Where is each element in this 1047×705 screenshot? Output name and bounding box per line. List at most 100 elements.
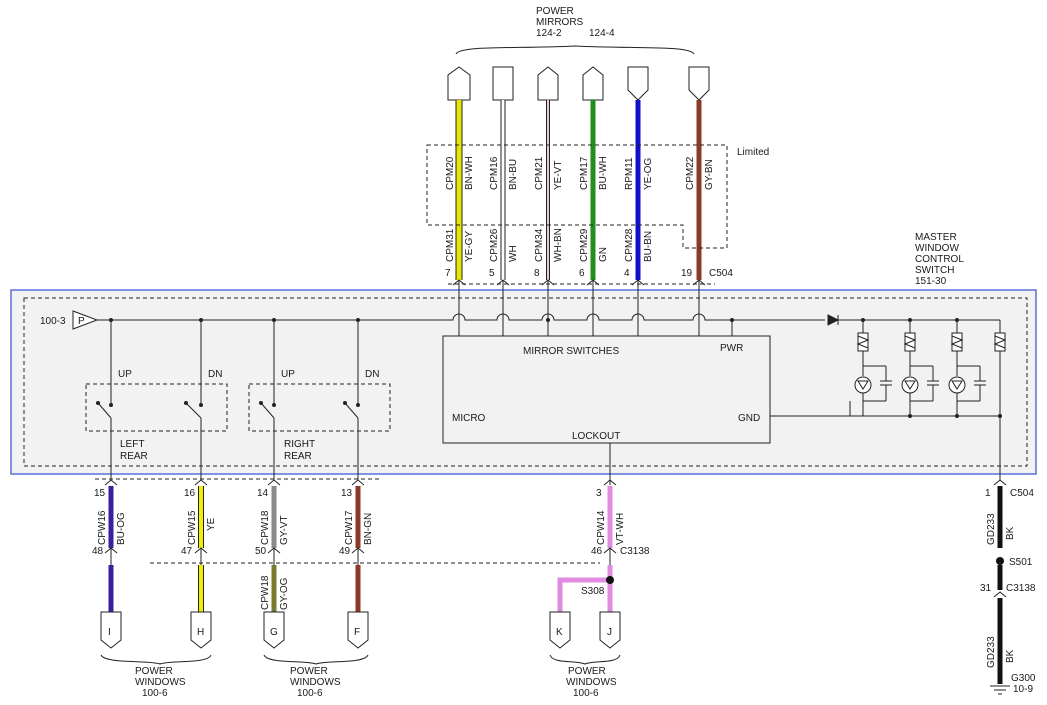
- w3-lower-color: GY-OG: [279, 577, 290, 610]
- mirror-5-pin: 4: [624, 268, 630, 279]
- mirror-3-bot-color: WH-BN: [553, 228, 564, 262]
- pwr-node: [730, 318, 734, 322]
- mirror-3-top-circuit: CPM21: [534, 156, 545, 190]
- w4-pin-bot: 49: [339, 546, 351, 557]
- mirror-connectors: [447, 66, 710, 101]
- mirror-1-pin: 7: [445, 268, 451, 279]
- right-rear-label: REAR: [284, 451, 312, 462]
- connector-g: [263, 611, 285, 649]
- gnd-circuit-2: GD233: [986, 636, 997, 668]
- w2-color: YE: [206, 517, 217, 531]
- up-label-right: UP: [281, 369, 295, 380]
- w4-color: BN-GN: [363, 513, 374, 545]
- lockout-connector: C3138: [620, 546, 650, 557]
- mirror-connector-5: [627, 66, 649, 101]
- mirror-6-top-circuit: CPM22: [685, 156, 696, 190]
- footer-1-l1: POWER: [135, 666, 173, 677]
- mirror-switches-label: MIRROR SWITCHES: [523, 346, 619, 357]
- w2-circuit: CPW15: [187, 510, 198, 545]
- mirror-4-pin: 6: [579, 268, 585, 279]
- module-inner-outline: [23, 297, 1028, 467]
- header-ref-2: 124-4: [589, 28, 615, 39]
- connector-f-letter: F: [354, 627, 360, 638]
- footer-1-l2: WINDOWS: [135, 677, 186, 688]
- w3-pin-bot: 50: [255, 546, 267, 557]
- master-label-4: SWITCH: [915, 265, 954, 276]
- header-brace: [455, 45, 695, 55]
- connector-k: [549, 611, 571, 649]
- header-ref-1: 124-2: [536, 28, 562, 39]
- mirror-4-top-circuit: CPM17: [579, 156, 590, 190]
- mirror-1-top-circuit: CPM20: [445, 156, 456, 190]
- mirror-5-bot-circuit: CPM28: [624, 228, 635, 262]
- master-label-2: WINDOW: [915, 243, 959, 254]
- lower-connector-arrows: [104, 547, 1007, 598]
- w3-lower-circuit: CPW18: [260, 575, 271, 610]
- connector-h: [190, 611, 212, 649]
- switch-feed-lines: [110, 320, 359, 405]
- mirror-5-bot-color: BU-BN: [643, 231, 654, 262]
- lockout-pin-bot: 46: [591, 546, 603, 557]
- mirror-5-top-color: YE-OG: [643, 158, 654, 190]
- s308-splice: [606, 576, 614, 584]
- footer-3-l1: POWER: [568, 666, 606, 677]
- mirror-connector-4: [582, 66, 604, 101]
- window-wires: [108, 486, 1003, 684]
- mirror-2-top-color: BN-BU: [508, 159, 519, 190]
- window-switch-contacts: [96, 401, 360, 480]
- pwr-label: PWR: [720, 343, 743, 354]
- mirror-1-bot-color: YE-GY: [464, 231, 475, 262]
- window-connectors: [100, 611, 621, 649]
- footer-2-l2: WINDOWS: [290, 677, 341, 688]
- gnd-color: BK: [1005, 526, 1016, 540]
- up-label-left: UP: [118, 369, 132, 380]
- s501-label: S501: [1009, 557, 1033, 568]
- dn-label-right: DN: [365, 369, 379, 380]
- w4-pin-top: 13: [341, 488, 353, 499]
- illumination-circuit: [770, 314, 1007, 480]
- w2-pin-bot: 47: [181, 546, 193, 557]
- connector-f: [347, 611, 369, 649]
- right-label: RIGHT: [284, 439, 315, 450]
- connector-g-letter: G: [270, 627, 278, 638]
- mirror-2-bot-circuit: CPM26: [489, 228, 500, 262]
- lockout-label: LOCKOUT: [572, 431, 620, 442]
- mirror-connector-2: [492, 66, 514, 101]
- footer-brace-1: [100, 654, 212, 665]
- footer-brace-2: [263, 654, 369, 665]
- master-label-ref: 151-30: [915, 276, 947, 287]
- header-title-line2: MIRRORS: [536, 17, 584, 28]
- mirror-1-bot-circuit: CPM31: [445, 228, 456, 262]
- lockout-color: VT-WH: [615, 513, 626, 545]
- mirror-connector-6: [688, 66, 710, 101]
- connector-k-letter: K: [556, 627, 563, 638]
- gnd-connector-2: C3138: [1006, 583, 1036, 594]
- mirror-pin-arrows: [452, 279, 706, 297]
- mirror-4-bot-circuit: CPM29: [579, 228, 590, 262]
- mirror-3-pin: 8: [534, 268, 540, 279]
- connector-j: [599, 611, 621, 649]
- mirror-switches-box: [442, 335, 771, 444]
- gnd-connector-top: C504: [1010, 488, 1034, 499]
- mirror-3-top-color: YE-VT: [553, 161, 564, 190]
- mirror-6-pin: 19: [681, 268, 693, 279]
- bus-node: [546, 318, 550, 322]
- main-power-bus: [97, 313, 825, 321]
- mirror-connector-3: [537, 66, 559, 101]
- header-title-line1: POWER: [536, 6, 574, 17]
- w1-pin-bot: 48: [92, 546, 104, 557]
- footer-2-l1: POWER: [290, 666, 328, 677]
- s308-label: S308: [581, 586, 605, 597]
- gnd-label: GND: [738, 413, 760, 424]
- w1-pin-top: 15: [94, 488, 106, 499]
- footer-brace-3: [549, 654, 621, 665]
- connector-i: [100, 611, 122, 649]
- bottom-pin-arrows: [104, 479, 1007, 486]
- footer-3-ref: 100-6: [573, 688, 599, 699]
- c504-top-connector: C504: [709, 268, 733, 279]
- footer-1-ref: 100-6: [142, 688, 168, 699]
- w1-circuit: CPW16: [97, 510, 108, 545]
- lockout-pin-top: 3: [596, 488, 602, 499]
- w4-circuit: CPW17: [344, 510, 355, 545]
- mirror-4-top-color: BU-WH: [598, 156, 609, 190]
